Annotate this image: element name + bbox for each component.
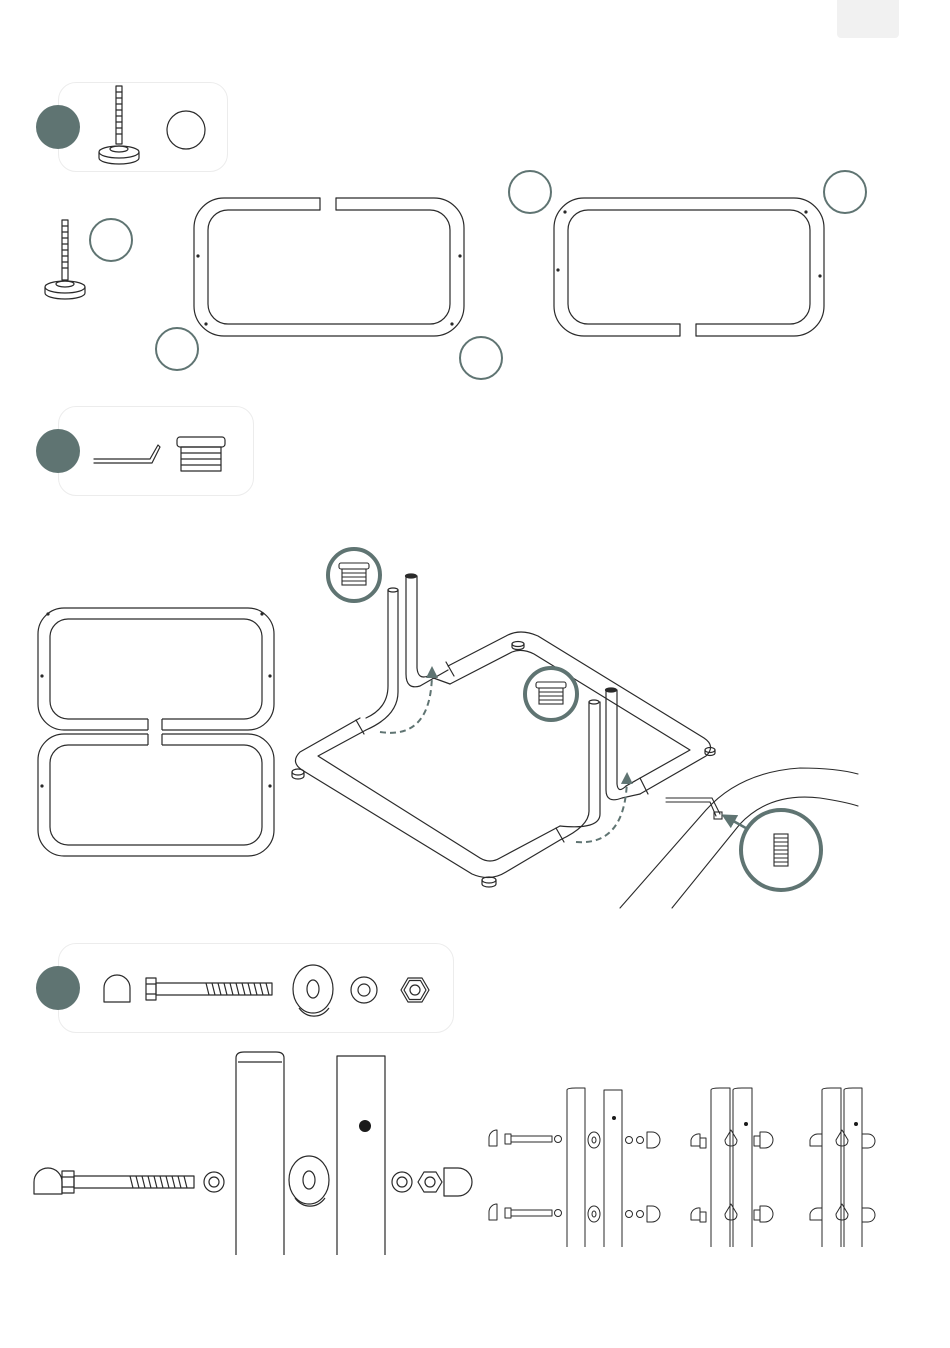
dome-nut-icon [104, 975, 130, 1002]
leveling-foot-icon [99, 86, 139, 164]
isometric-base [292, 574, 715, 887]
exploded-bolt-assembly [34, 1052, 472, 1255]
marker-circle-b-left [509, 171, 551, 213]
marker-circle-foot [90, 219, 132, 261]
insert-arrow-right [576, 778, 627, 842]
marker-circle-a-right [460, 337, 502, 379]
end-cap-callout-right [525, 668, 577, 720]
thread-callout [741, 810, 821, 890]
frame-b [554, 198, 824, 336]
leveling-foot-large [45, 220, 85, 299]
end-cap-icon [177, 437, 225, 471]
bolt-icon [146, 978, 272, 1000]
hex-nut-icon [401, 978, 429, 1002]
frames-joined [38, 608, 274, 856]
end-cap-callout-left [328, 549, 380, 601]
allen-key-icon [94, 445, 160, 463]
marker-circle-a-left [156, 328, 198, 370]
foot-detail [620, 768, 858, 908]
small-washer-icon [351, 977, 377, 1003]
marker-circle-b-right [824, 171, 866, 213]
empty-marker-icon [167, 111, 205, 149]
frame-a [194, 198, 464, 336]
large-washer-icon [293, 965, 333, 1016]
assembly-sequence [489, 1088, 875, 1247]
